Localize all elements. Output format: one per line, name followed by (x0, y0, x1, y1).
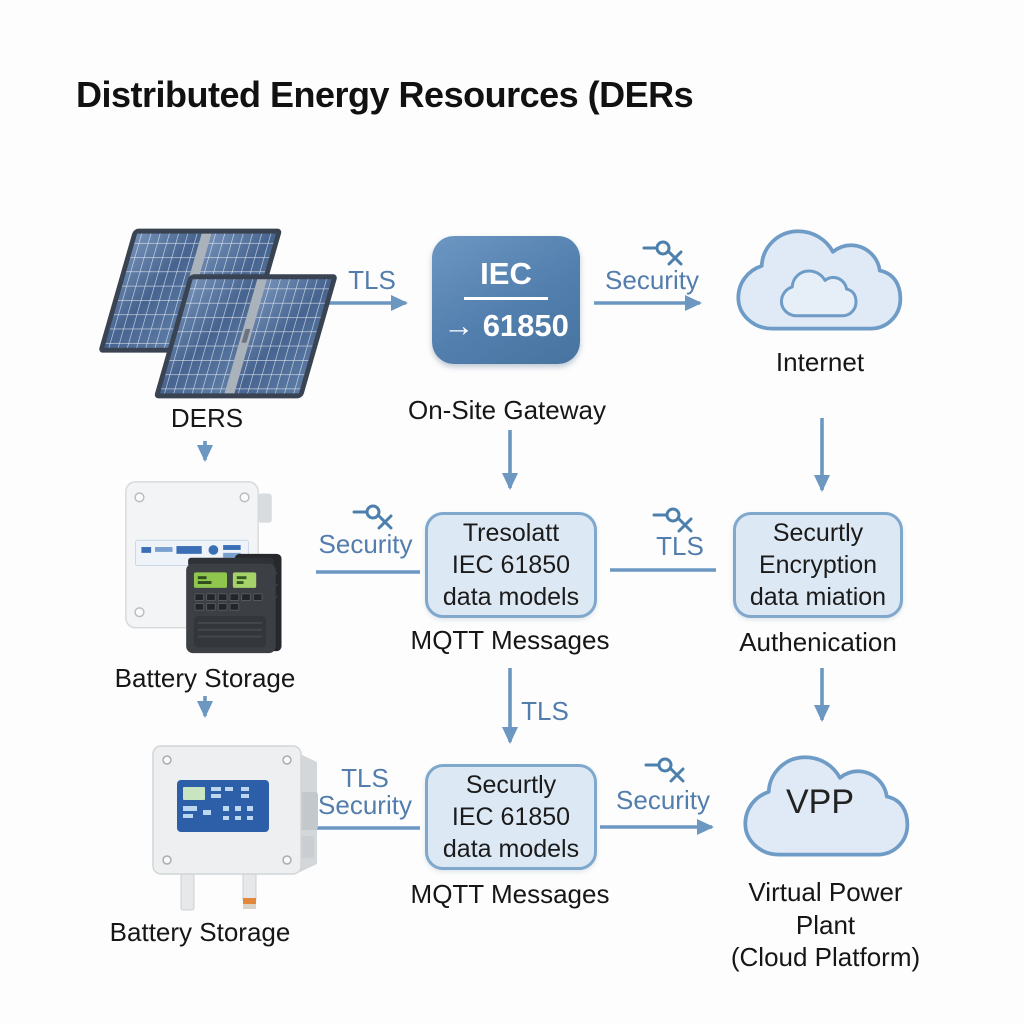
internet-cloud (736, 229, 903, 331)
models2-caption: MQTT Messages (410, 879, 610, 909)
security-top-label: Security (605, 265, 699, 295)
battery2-caption: Battery Storage (109, 917, 291, 947)
models2-line2: IEC 61850 (451, 803, 571, 831)
onsite-gateway-box: IEC → 61850 (432, 236, 580, 364)
inner-cloud-icon (779, 269, 858, 318)
vpp-cloud (743, 755, 910, 857)
vpp-caption-line2: (Cloud Platform) (730, 942, 921, 972)
models1-box: Tresolatt IEC 61850 data models (425, 512, 597, 618)
gateway-caption: On-Site Gateway (408, 395, 606, 425)
key-icon (642, 240, 683, 266)
gateway-line2: → 61850 (443, 308, 569, 343)
tls-bottom-label: TLS (341, 763, 389, 793)
security-mid-label: Security (318, 529, 413, 559)
vpp-caption-line1: Virtual Power Plant (748, 877, 903, 940)
models1-line1: Tresolatt (462, 519, 560, 547)
page-title: Distributed Energy Resources (DERs (76, 74, 694, 115)
key-icon (652, 507, 693, 533)
security-bottom-left-label: Security (318, 790, 412, 820)
models2-box: Securtly IEC 61850 data models (425, 764, 597, 870)
auth-box: Securtly Encryption data miation (733, 512, 903, 618)
auth-line2: Encryption (758, 551, 878, 579)
battery1-caption: Battery Storage (114, 663, 296, 693)
tls-vertical-label: TLS (521, 696, 569, 726)
ders-caption: DERS (170, 403, 244, 433)
models1-line3: data models (442, 583, 580, 611)
tls-mid-label: TLS (656, 531, 704, 561)
auth-caption: Authenication (739, 627, 897, 657)
models1-line2: IEC 61850 (451, 551, 571, 579)
tls-top-label: TLS (348, 265, 396, 295)
auth-line1: Securtly (772, 519, 864, 547)
auth-line3: data miation (749, 583, 887, 611)
key-icon (352, 504, 393, 530)
models1-caption: MQTT Messages (410, 625, 610, 655)
vpp-text: VPP (785, 783, 855, 821)
battery-storage-1-illustration (125, 481, 282, 654)
battery-storage-2-illustration (152, 745, 318, 911)
key-icon (644, 757, 685, 783)
security-bottom-label: Security (616, 785, 710, 815)
internet-caption: Internet (775, 347, 865, 377)
models2-line3: data models (442, 835, 580, 863)
models2-line1: Securtly (465, 771, 557, 799)
solar-panels-illustration (98, 228, 339, 399)
gateway-line1: IEC (464, 256, 548, 300)
vpp-caption: Virtual Power Plant (Cloud Platform) (718, 876, 933, 974)
